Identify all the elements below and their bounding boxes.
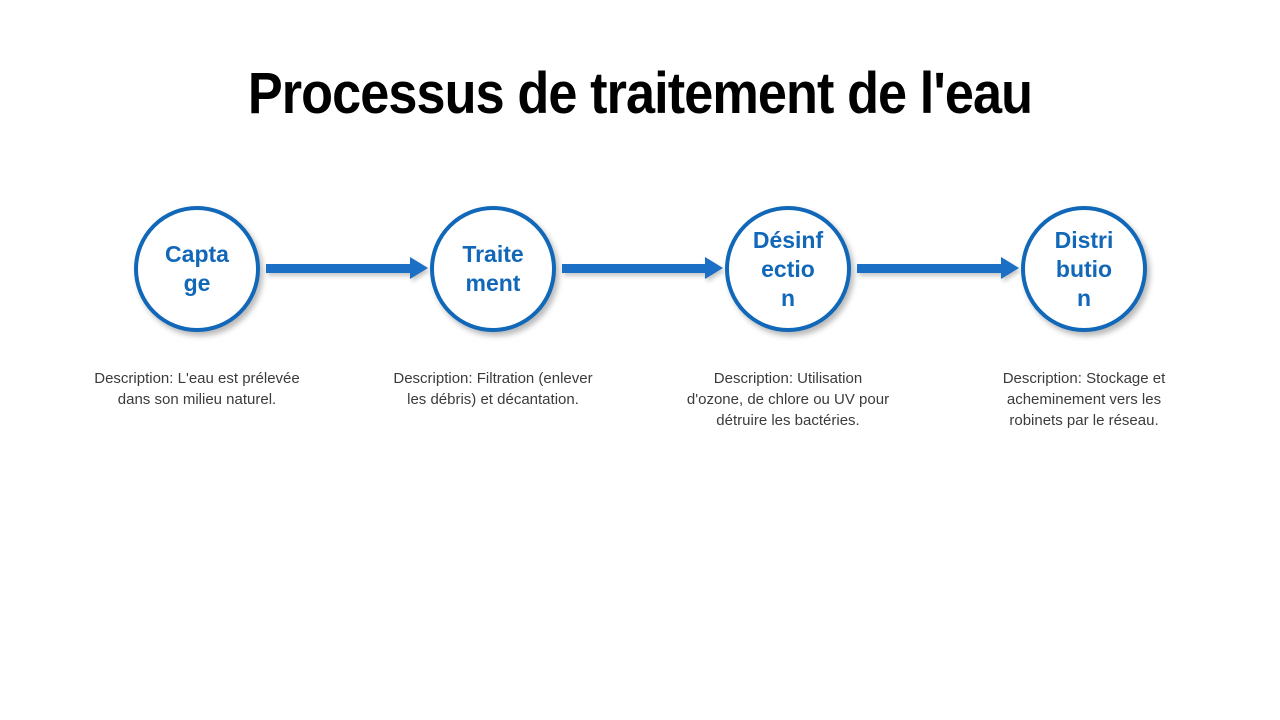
step-label-desinfection: Désinf ectio n: [752, 226, 824, 311]
step-circle-captage: Capta ge: [134, 206, 260, 332]
flow-arrow-3: [857, 257, 1019, 279]
step-circle-desinfection: Désinf ectio n: [725, 206, 851, 332]
step-description-distribution: Description: Stockage et acheminement ve…: [1002, 370, 1166, 429]
flow-arrow-2: [562, 257, 723, 279]
step-label-captage: Capta ge: [165, 241, 229, 296]
step-description-traitement: Description: Filtration (enlever les déb…: [393, 370, 593, 408]
slide-title: Processus de traitement de l'eau: [247, 61, 1033, 126]
step-description-desinfection: Description: Utilisation d'ozone, de chl…: [686, 370, 890, 429]
step-circle-traitement: Traite ment: [430, 206, 556, 332]
step-circle-distribution: Distri butio n: [1021, 206, 1147, 332]
step-label-distribution: Distri butio n: [1054, 226, 1114, 311]
step-description-captage: Description: L'eau est prélevée dans son…: [94, 370, 300, 408]
step-label-traitement: Traite ment: [462, 241, 524, 296]
flow-arrow-1: [266, 257, 428, 279]
